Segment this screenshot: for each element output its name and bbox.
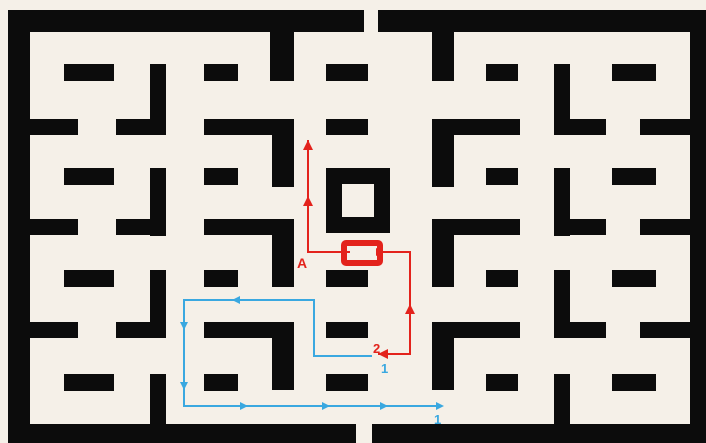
wall-right-stub-2 [640,219,706,235]
wall-bar-r4-b [204,270,238,287]
wall-bar-r3-d [612,168,656,185]
ghost-step-marker: 2 [373,341,380,356]
wall-ghost-box-right [374,168,390,233]
wall-outer-top-right [378,10,706,32]
wall-right-stub-1 [640,119,706,135]
wall-bar-r1-e [612,64,656,81]
wall-right-stub-3 [640,322,706,338]
wall-bar-r4-a [64,270,114,287]
wall-bar-r4-c [326,270,368,287]
wall-left-stub-1 [8,119,78,135]
wall-l-mid-1-horizontal [116,219,166,235]
wall-left-stub-2 [8,219,78,235]
wall-l-upper-2-horizontal [554,119,606,135]
wall-l-r4-left-vertical [272,219,294,287]
wall-bar-r1-a [64,64,114,81]
wall-bar-r6-c [326,374,368,391]
wall-l-mid-2-horizontal [554,219,606,235]
wall-bar-r5-center [326,322,368,338]
wall-l-lower-2-horizontal [554,322,606,338]
wall-bar-r3-b [204,168,238,185]
wall-l-lower-1-horizontal [116,322,166,338]
wall-bottom-stem-left [150,374,166,434]
player-step-marker-b: 1 [434,412,441,427]
wall-bar-r6-b [204,374,238,391]
wall-bar-r1-b [204,64,238,81]
wall-bottom-stem-right [554,374,570,434]
wall-bar-r6-a [64,374,114,391]
wall-bar-r6-d [486,374,518,391]
wall-l-r5-right-vertical [432,322,454,390]
wall-top-stem-right [432,10,454,81]
wall-l-r2-left-vertical [272,119,294,187]
wall-bar-r4-e [612,270,656,287]
wall-l-r2-right-vertical [432,119,454,187]
wall-top-stem-left [270,10,294,81]
wall-bar-r1-d [486,64,518,81]
wall-l-r5-left-vertical [272,322,294,390]
wall-bar-r3-a [64,168,114,185]
wall-outer-bottom-right [372,424,706,443]
wall-left-stub-3 [8,322,78,338]
wall-outer-bottom-left [8,424,356,443]
wall-bar-r6-e [612,374,656,391]
wall-bar-r1-c [326,64,368,81]
wall-l-upper-1-horizontal [116,119,166,135]
ghost-start-marker: A [297,255,307,271]
wall-l-r4-right-vertical [432,219,454,287]
wall-bar-r3-c [486,168,518,185]
player-step-marker-a: 1 [381,361,388,376]
wall-outer-top-left [8,10,364,32]
wall-bar-r2-center [326,119,368,135]
wall-bar-r4-d [486,270,518,287]
wall-ghost-box-left [326,168,342,233]
